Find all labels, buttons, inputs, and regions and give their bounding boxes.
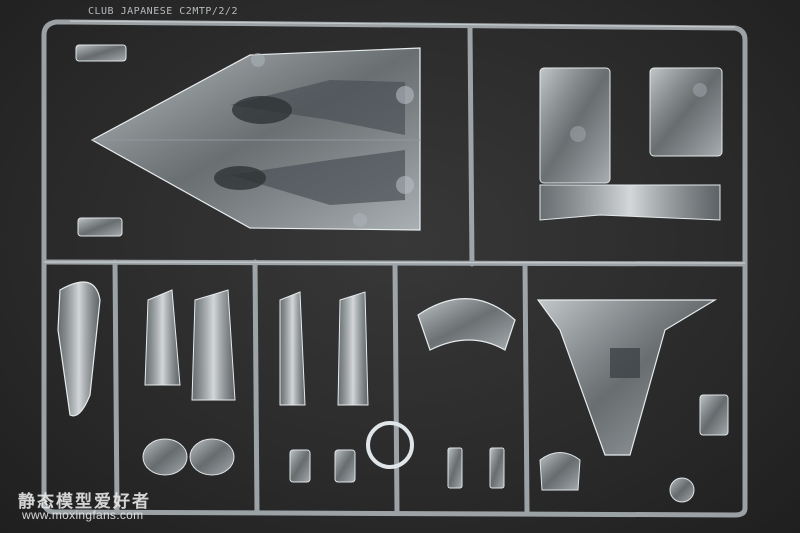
pod-parts [144,289,369,406]
sprue-part-code: CLUB JAPANESE C2MTP/2/2 [88,6,238,17]
canopy-part [57,281,101,417]
watermark-site-name: 静态模型爱好者 [18,492,151,512]
panel-parts [539,67,723,221]
small-parts-top-left [75,44,127,237]
intake-part [417,298,516,351]
fuselage-top-part [90,47,421,231]
small-parts-bottom [142,394,729,503]
watermark-url: www.moxingfans.com [22,508,144,522]
wing-part [536,299,718,456]
